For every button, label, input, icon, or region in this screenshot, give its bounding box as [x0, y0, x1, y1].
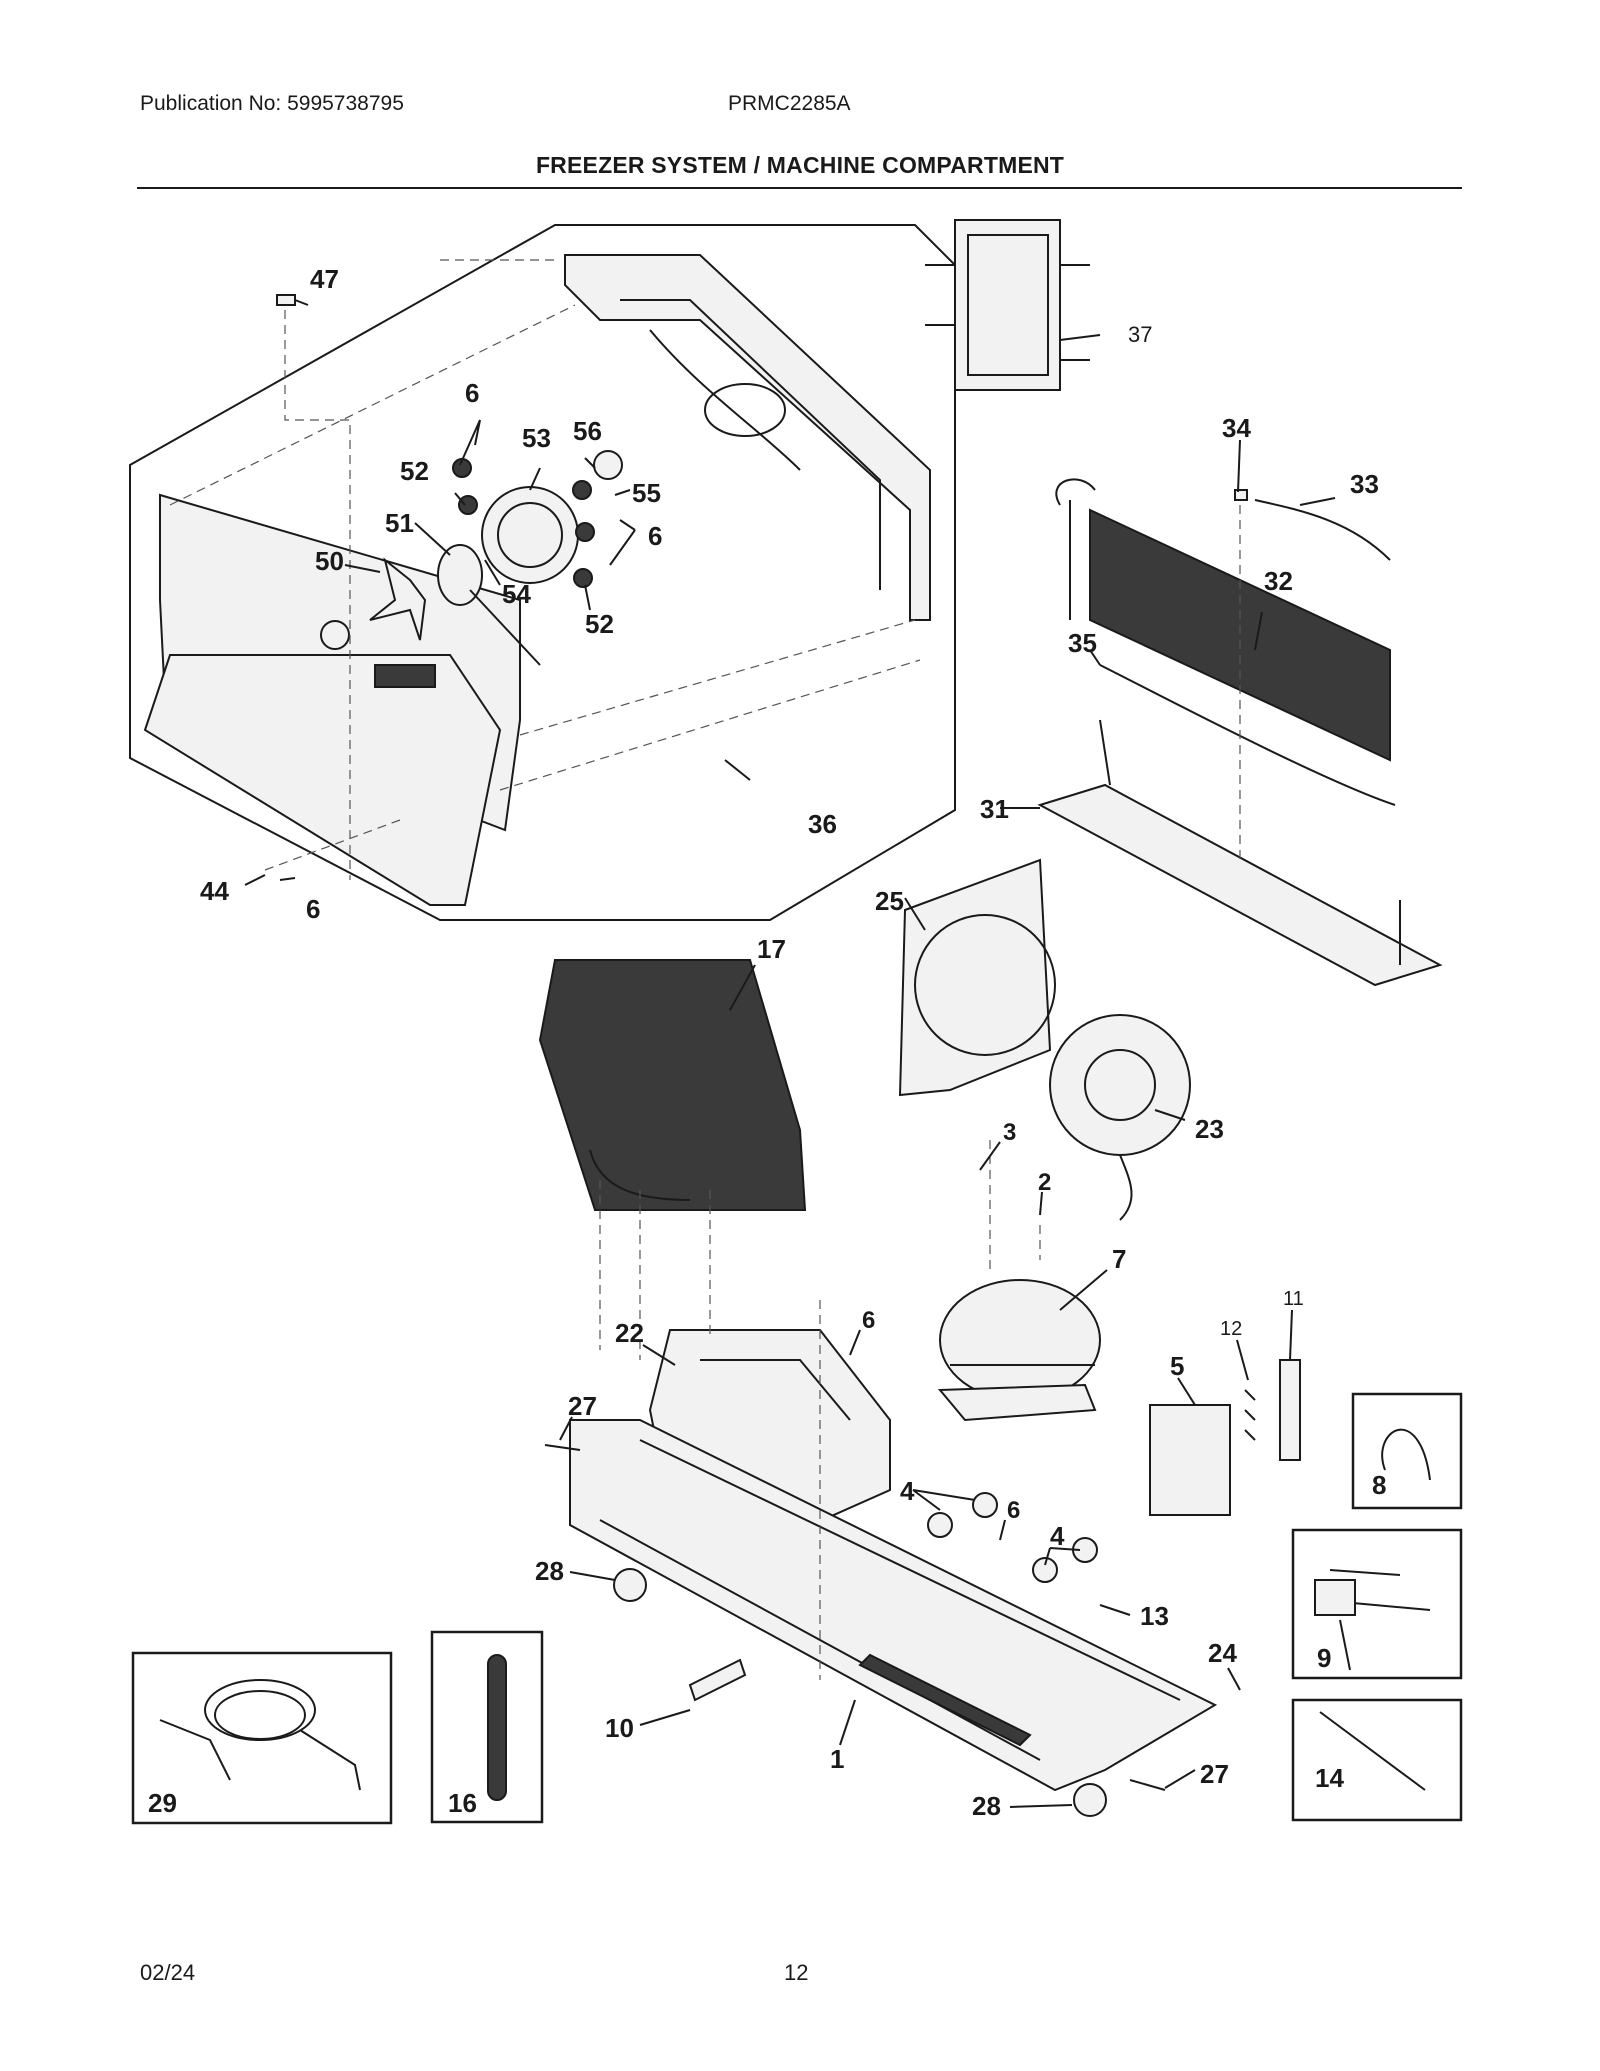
callout-34: 34	[1222, 413, 1251, 443]
fan-mount-ring	[481, 486, 579, 584]
callout-10: 10	[605, 1713, 634, 1743]
compressor-base	[937, 1383, 1097, 1422]
relay-cover	[1149, 1404, 1231, 1516]
callout-6: 6	[306, 894, 320, 924]
callout-6: 6	[862, 1307, 875, 1334]
evaporator-gasket	[954, 219, 1061, 391]
callout-5: 5	[1170, 1351, 1184, 1381]
callout-4: 4	[900, 1476, 915, 1506]
callout-52: 52	[400, 456, 429, 486]
callout-35: 35	[1068, 628, 1097, 658]
callout-6: 6	[465, 378, 479, 408]
callout-17: 17	[757, 934, 786, 964]
callout-56: 56	[573, 416, 602, 446]
fan-assembly-outline	[129, 224, 956, 921]
callout-33: 33	[1350, 469, 1379, 499]
callout-16: 16	[448, 1788, 477, 1818]
pivot-pin	[544, 1444, 581, 1451]
callout-28: 28	[535, 1556, 564, 1586]
callout-13: 13	[1140, 1601, 1169, 1631]
callout-44: 44	[200, 876, 229, 906]
callout-2: 2	[1038, 1169, 1051, 1196]
grommet	[972, 1492, 998, 1518]
motor-wire	[469, 589, 541, 666]
terminal-block	[1279, 1359, 1301, 1461]
machine-compartment-base	[569, 1419, 1218, 1792]
evaporator-drain-pan	[1037, 783, 1443, 987]
condenser-coil	[538, 959, 807, 1211]
callout-28: 28	[972, 1791, 1001, 1821]
callout-37: 37	[1128, 322, 1152, 347]
callout-14: 14	[1315, 1763, 1344, 1793]
base-vent-slots	[858, 1653, 1032, 1747]
callout-22: 22	[615, 1318, 644, 1348]
fan-blade	[369, 557, 427, 641]
page-title: FREEZER SYSTEM / MACHINE COMPARTMENT	[535, 152, 1065, 178]
callout-7: 7	[1112, 1244, 1126, 1274]
callout-1: 1	[830, 1744, 844, 1774]
callout-12: 12	[1220, 1318, 1242, 1340]
condenser-fan-bracket	[898, 858, 1052, 1097]
evaporator-cover	[564, 254, 931, 621]
callout-54: 54	[502, 579, 531, 609]
callout-32: 32	[1264, 566, 1293, 596]
callout-6: 6	[648, 521, 662, 551]
sensor-harness	[1254, 499, 1391, 561]
box-part-14	[1291, 1698, 1463, 1822]
callout-24: 24	[1208, 1638, 1237, 1668]
callout-8: 8	[1372, 1470, 1386, 1500]
callout-23: 23	[1195, 1114, 1224, 1144]
title-rule	[137, 187, 1462, 189]
callout-29: 29	[148, 1788, 177, 1818]
model-number: PRMC2285A	[728, 92, 851, 115]
page-number: 12	[784, 1960, 809, 1985]
callout-36: 36	[808, 809, 837, 839]
callout-4: 4	[1050, 1521, 1065, 1551]
callout-25: 25	[875, 886, 904, 916]
callout-27: 27	[1200, 1759, 1229, 1789]
callout-52: 52	[585, 609, 614, 639]
evaporator-coil	[1089, 508, 1391, 762]
callout-9: 9	[1317, 1643, 1331, 1673]
callout-55: 55	[632, 478, 661, 508]
callout-31: 31	[980, 794, 1009, 824]
callout-6: 6	[1007, 1497, 1020, 1524]
box-part-8	[1351, 1392, 1463, 1510]
callout-27: 27	[568, 1391, 597, 1421]
roller-wheel	[613, 1568, 647, 1602]
publication-number: Publication No: 5995738795	[140, 92, 404, 115]
callout-51: 51	[385, 508, 414, 538]
defrost-heater	[1099, 664, 1396, 806]
callout-47: 47	[310, 264, 339, 294]
callout-11: 11	[1283, 1288, 1304, 1310]
shroud-lower-tray	[143, 654, 502, 906]
callout-3: 3	[1003, 1119, 1016, 1146]
publication-date: 02/24	[140, 1960, 196, 1985]
compressor	[939, 1279, 1101, 1401]
condenser-fan	[1049, 1014, 1191, 1156]
callout-50: 50	[315, 546, 344, 576]
callout-53: 53	[522, 423, 551, 453]
base-bracket	[688, 1658, 747, 1702]
